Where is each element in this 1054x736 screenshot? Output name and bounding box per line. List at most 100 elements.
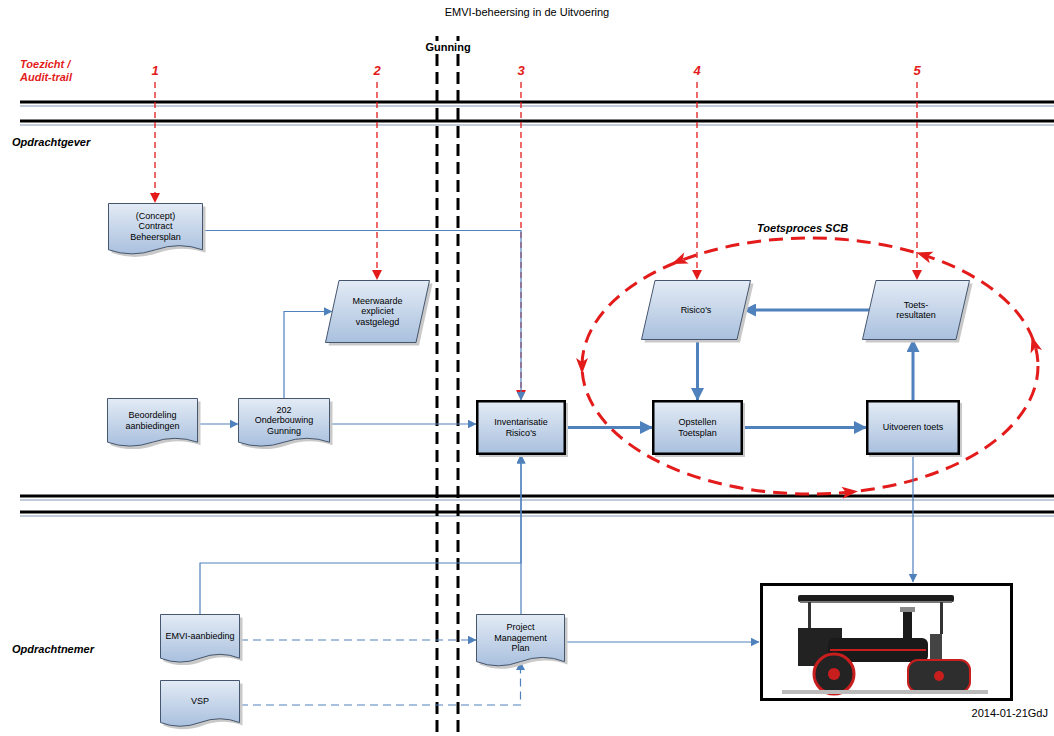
doc-outline [160, 680, 240, 730]
diagram-title: EMVI-beheersing in de Uitvoering [0, 6, 1054, 19]
cycle-chevron [669, 252, 688, 269]
callout-number: 5 [907, 63, 927, 79]
document-shape [108, 399, 198, 447]
document-shape [161, 681, 240, 727]
roller-ground [782, 690, 988, 694]
process-box: Inventarisatie Risico's [476, 400, 566, 455]
roller-hub [934, 671, 944, 681]
dashed-divider [436, 36, 439, 736]
roller-hub [828, 668, 840, 680]
shape-shadow [480, 618, 568, 669]
document-box: VSP [160, 680, 240, 730]
process-box: Opstellen Toetsplan [652, 400, 743, 455]
node-text: Toets- resultaten [891, 300, 941, 321]
lane-line [20, 101, 1054, 104]
cycle-chevron [576, 358, 588, 374]
lane-shadow [20, 105, 1054, 107]
flow-connector [696, 340, 699, 400]
shape-shadow [329, 284, 433, 346]
node-text: Risico's [681, 305, 712, 315]
data-parallelogram: Toets- resultaten [862, 280, 970, 340]
document-box: Beoordeling aanbiedingen [107, 398, 198, 450]
gunning-divider [437, 36, 458, 736]
lane-shadow [20, 515, 1054, 517]
dashed-connector [240, 662, 521, 705]
milestone-label: Gunning [417, 41, 479, 54]
flow-connector [330, 423, 476, 424]
lane-label: Opdrachtgever [12, 136, 122, 149]
lane-line [20, 511, 1054, 514]
process-box: Uitvoeren toets [866, 400, 960, 455]
flow-connector [198, 423, 238, 424]
parallelogram-shape [326, 281, 430, 343]
audit-leader [376, 82, 377, 279]
roller-chimney [903, 610, 912, 640]
dashed-connector [240, 639, 476, 640]
box-outline [652, 400, 743, 455]
node-text: Meerwaarde expliciet vastgelegd [349, 296, 407, 327]
document-shape [161, 615, 240, 663]
box-shape [867, 401, 959, 454]
node-text: Beoordeling aanbiedingen [122, 410, 184, 431]
flow-line [565, 641, 759, 642]
doc-outline [160, 614, 240, 666]
flow-line [912, 455, 913, 582]
para-outline [862, 280, 970, 340]
lane-shadow [20, 499, 1054, 501]
shape-shadow [242, 402, 333, 450]
para-outline [641, 280, 751, 340]
roller-canopy-edge [800, 601, 952, 603]
shape-shadow [164, 618, 243, 666]
data-parallelogram: Meerwaarde expliciet vastgelegd [325, 280, 430, 343]
flow-connector [743, 426, 866, 429]
flow-connector [284, 312, 332, 399]
parallelogram-shape [642, 281, 751, 340]
picture-frame [762, 585, 1012, 700]
date-stamp: 2014-01-21GdJ [940, 707, 1048, 720]
doc-outline [476, 614, 565, 670]
roller-stripe [830, 649, 926, 651]
dashed-divider [457, 36, 460, 736]
callout-number: 2 [367, 63, 387, 79]
roller-post [940, 602, 943, 634]
box-outline [866, 400, 960, 455]
cycle-ellipse [582, 238, 1038, 494]
audit-leader [154, 82, 155, 202]
lane-lines [20, 102, 1054, 516]
doc-outline [108, 203, 203, 258]
node-text: Opstellen Toetsplan [667, 417, 729, 438]
group-label: Toetsproces SCB [757, 222, 877, 235]
lane-label: Toezicht / Audit-trail [20, 58, 92, 84]
audit-leader [916, 82, 917, 279]
shape-shadow [869, 403, 962, 457]
node-text: EMVI-aanbieding [165, 631, 234, 641]
document-box: (Concept) Contract Beheersplan [108, 203, 203, 258]
cycle-chevron [1026, 335, 1042, 354]
flow-connector [520, 455, 521, 614]
doc-outline [238, 398, 330, 450]
document-shape [239, 399, 330, 447]
node-text: VSP [191, 696, 209, 706]
roller-canopy [798, 595, 954, 602]
flow-connector [744, 309, 869, 312]
node-text: Uitvoeren toets [883, 422, 944, 432]
shape-shadow [479, 403, 568, 457]
flow-connector [200, 455, 521, 614]
document-box: Project Management Plan [476, 614, 565, 670]
lane-shadow [20, 124, 1054, 126]
flow-connector [566, 426, 652, 429]
lane-line [20, 120, 1054, 123]
node-text: Project Management Plan [491, 622, 551, 653]
data-parallelogram: Risico's [641, 280, 751, 340]
box-outline [476, 400, 566, 455]
audit-leader [696, 82, 697, 279]
flow-connector [912, 340, 915, 400]
toetsproces-cycle [576, 238, 1042, 499]
callout-number: 3 [511, 63, 531, 79]
shape-shadow [111, 402, 201, 450]
doc-outline [107, 398, 198, 450]
flow-connector [203, 231, 521, 401]
